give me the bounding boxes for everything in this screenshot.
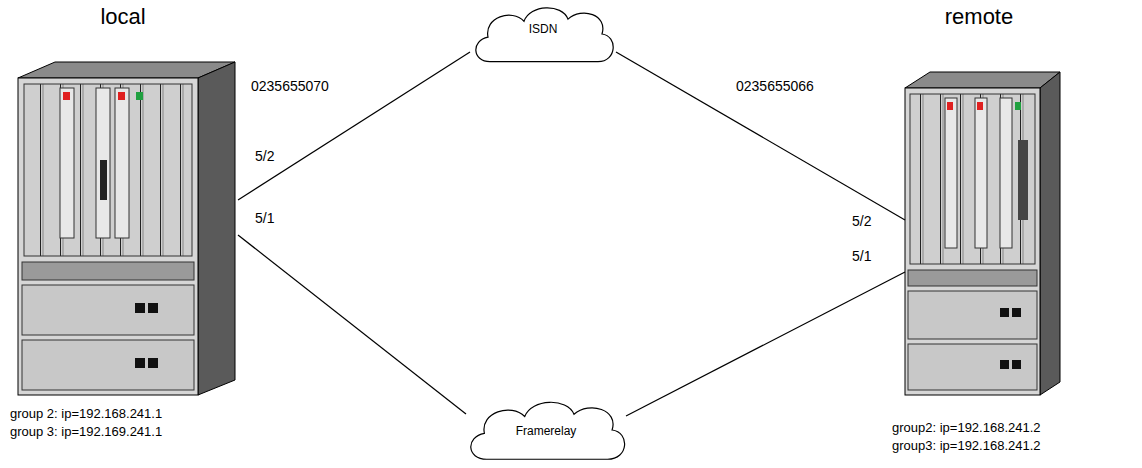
link-line bbox=[238, 52, 470, 200]
network-name: Framerelay bbox=[462, 424, 630, 438]
network-name: ISDN bbox=[468, 22, 618, 36]
port-label: 5/2 bbox=[852, 213, 871, 229]
router-node: local bbox=[8, 4, 238, 398]
local-chassis bbox=[18, 62, 235, 395]
port-label: 5/2 bbox=[255, 148, 274, 164]
phone-number: 0235655066 bbox=[735, 78, 815, 94]
link-line bbox=[626, 272, 905, 416]
link-line bbox=[238, 235, 466, 414]
port-label: 5/1 bbox=[255, 210, 274, 226]
ip-note: group 3: ip=192.169.241.1 bbox=[10, 424, 162, 440]
ip-note: group 2: ip=192.168.241.1 bbox=[10, 406, 162, 422]
network-cloud: Framerelay bbox=[462, 394, 630, 466]
router-node: remote bbox=[895, 4, 1063, 398]
ip-note: group2: ip=192.168.241.2 bbox=[892, 420, 1041, 436]
router-name: local bbox=[8, 4, 238, 30]
ip-note: group3: ip=192.168.241.2 bbox=[892, 438, 1041, 454]
port-label: 5/1 bbox=[852, 248, 871, 264]
router-name: remote bbox=[895, 4, 1063, 30]
network-cloud: ISDN bbox=[468, 0, 618, 68]
remote-chassis bbox=[905, 72, 1060, 395]
phone-number: 0235655070 bbox=[250, 78, 330, 94]
link-line bbox=[616, 52, 905, 220]
